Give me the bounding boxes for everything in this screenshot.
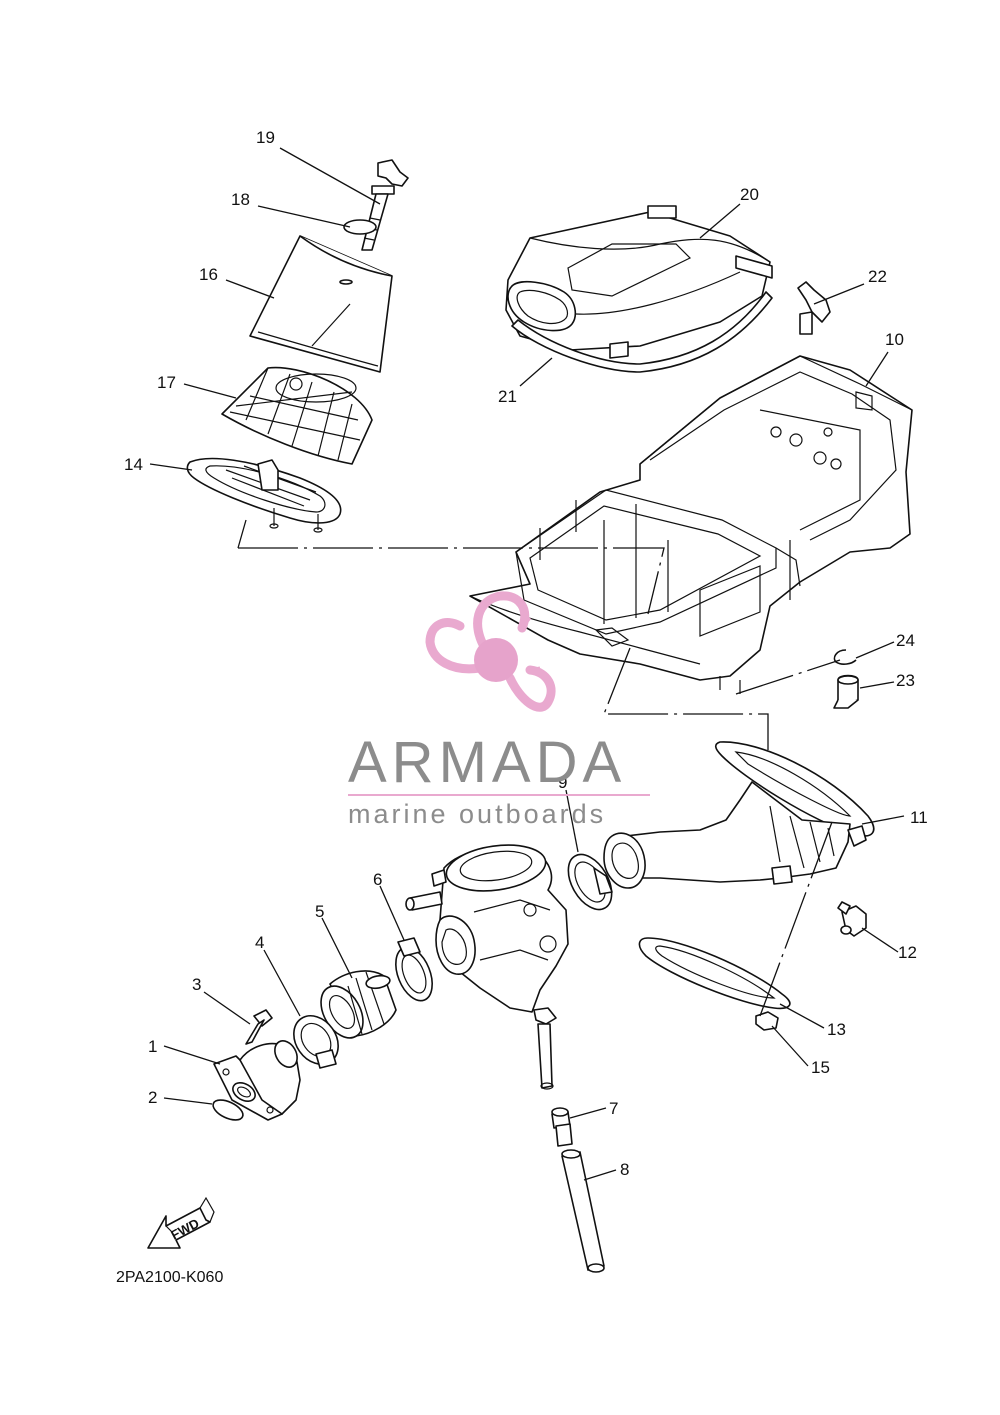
label-11: 11 (910, 808, 928, 827)
label-24: 24 (896, 631, 915, 650)
label-18: 18 (231, 190, 250, 209)
clip-part-22 (797, 281, 831, 335)
washer-part-18 (343, 219, 377, 235)
band-part-9 (567, 853, 613, 911)
propeller-blade (425, 618, 485, 674)
label-5: 5 (315, 902, 324, 921)
part-labels: 1 2 3 4 5 6 7 8 9 10 11 12 13 14 15 16 1… (124, 128, 928, 1179)
hose-fitting-part-7 (551, 1107, 573, 1147)
label-21: 21 (498, 387, 517, 406)
label-1: 1 (148, 1037, 157, 1056)
leader-lines (149, 147, 905, 1181)
intake-manifold-part-1 (213, 1040, 301, 1121)
element-cover-part-16 (249, 235, 393, 373)
propeller-logo-icon (425, 591, 556, 712)
air-box-cover-part-20 (505, 205, 773, 359)
watermark-brand: ARMADA (348, 730, 626, 795)
o-ring-part-2 (212, 1099, 244, 1121)
label-17: 17 (157, 373, 176, 392)
element-frame-part-17 (221, 366, 373, 465)
watermark-tagline: marine outboards (348, 799, 606, 829)
drawing-code: 2PA2100-K060 (116, 1269, 223, 1286)
label-16: 16 (199, 265, 218, 284)
propeller-blade (505, 665, 556, 712)
fwd-arrow-icon: FWD (147, 1196, 215, 1249)
armada-watermark: ARMADA marine outboards (348, 591, 650, 829)
carburetor (405, 844, 569, 1090)
propeller-tip (447, 617, 541, 672)
label-14: 14 (124, 455, 143, 474)
label-4: 4 (255, 933, 264, 952)
gasket-part-13 (638, 937, 791, 1010)
label-13: 13 (827, 1020, 846, 1039)
label-8: 8 (620, 1160, 629, 1179)
label-12: 12 (898, 943, 917, 962)
label-9: 9 (558, 773, 567, 792)
alignment-lines (237, 519, 841, 1017)
air-box-case-part-10 (469, 355, 913, 694)
label-10: 10 (885, 330, 904, 349)
wing-bolt-part-19 (361, 159, 409, 251)
bolt-part-3 (245, 1009, 273, 1045)
nut-part-15 (755, 1011, 779, 1031)
cover-seal-part-21 (511, 291, 773, 373)
label-22: 22 (868, 267, 887, 286)
propeller-blade (473, 591, 530, 655)
carburetor-joint-part-5 (320, 970, 397, 1039)
label-15: 15 (811, 1058, 830, 1077)
drain-hose-part-8 (561, 1149, 605, 1273)
label-20: 20 (740, 185, 759, 204)
label-2: 2 (148, 1088, 157, 1107)
clamp-part-6 (395, 937, 433, 1002)
label-7: 7 (609, 1099, 618, 1118)
propeller-hub (474, 638, 518, 682)
label-23: 23 (896, 671, 915, 690)
elbow-fitting-part-12 (837, 901, 867, 937)
label-19: 19 (256, 128, 275, 147)
element-base-part-14 (186, 457, 342, 533)
band-part-4 (293, 1015, 339, 1069)
label-6: 6 (373, 870, 382, 889)
clamp-part-24 (833, 649, 857, 665)
joint-part-23 (833, 674, 859, 709)
fwd-label: FWD (168, 1215, 201, 1242)
intake-duct-part-11 (603, 741, 875, 889)
label-3: 3 (192, 975, 201, 994)
